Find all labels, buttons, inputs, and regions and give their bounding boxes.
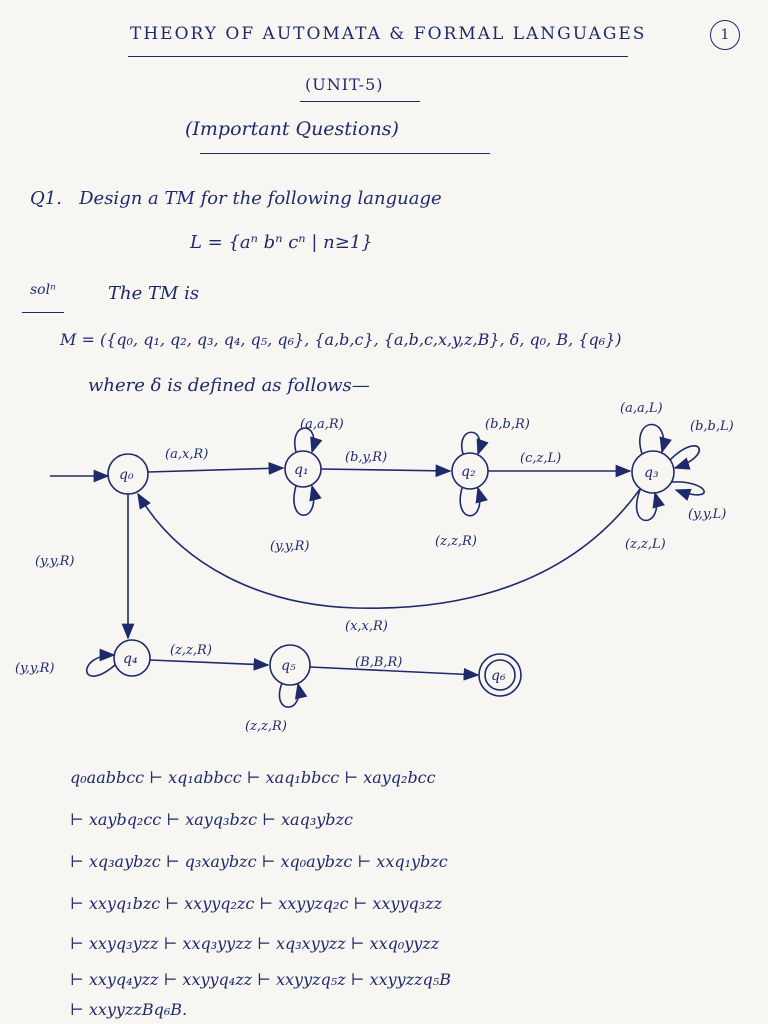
trace-line: ⊢ xxyq₁bzc ⊢ xxyyq₂zc ⊢ xxyyzq₂c ⊢ xxyyq… xyxy=(70,894,442,913)
trace-line: ⊢ xxyq₄yzz ⊢ xxyyq₄zz ⊢ xxyyzq₅z ⊢ xxyyz… xyxy=(70,970,451,989)
title-underline xyxy=(128,56,628,57)
state-label-q2: q₂ xyxy=(461,464,476,480)
question-line: Q1. Design a TM for the following langua… xyxy=(30,188,442,209)
label-q3-loop-y: (y,y,L) xyxy=(688,507,726,522)
solution-intro: The TM is xyxy=(108,283,200,304)
delta-intro: where δ is defined as follows— xyxy=(88,375,370,396)
page-number: 1 xyxy=(710,20,740,50)
label-q0-q1: (a,x,R) xyxy=(165,447,208,462)
loop-q3-a xyxy=(639,423,672,455)
state-label-q6: q₆ xyxy=(491,668,506,684)
loop-q1-bottom xyxy=(293,484,322,516)
tm-state-diagram: q₀ q₁ q₂ q₃ q₄ q₅ q₆ (a,x,R) (a,a,R) (y,… xyxy=(15,401,734,734)
label-q4-q5: (z,z,R) xyxy=(170,643,212,658)
loop-q4 xyxy=(85,648,116,677)
loop-q2-bottom xyxy=(459,486,488,517)
label-q3-loop-b: (b,b,L) xyxy=(690,419,734,434)
edge-q5-q6 xyxy=(309,666,480,681)
label-q5-loop: (z,z,R) xyxy=(245,719,287,734)
unit-heading: (UNIT-5) xyxy=(305,75,384,94)
state-label-q1: q₁ xyxy=(294,462,309,478)
question-label: Q1. xyxy=(30,188,62,209)
label-q2-q3: (c,z,L) xyxy=(520,451,561,466)
label-q2-loop-top: (b,b,R) xyxy=(485,417,530,432)
loop-q3-z xyxy=(635,489,665,522)
label-q4-loop: (y,y,R) xyxy=(15,661,54,676)
loop-q1-top xyxy=(293,427,323,454)
trace-line: ⊢ xxyq₃yzz ⊢ xxq₃yyzz ⊢ xq₃xyyzz ⊢ xxq₀y… xyxy=(70,934,440,953)
label-q2-loop-bottom: (z,z,R) xyxy=(435,534,477,549)
subtitle-underline xyxy=(200,153,490,154)
trace-line: ⊢ xaybq₂cc ⊢ xayq₃bzc ⊢ xaq₃ybzc xyxy=(70,810,353,829)
loop-q5 xyxy=(278,682,308,708)
loop-q3-y xyxy=(671,481,705,501)
label-q1-q2: (b,y,R) xyxy=(345,450,387,465)
label-q5-q6: (B,B,R) xyxy=(355,655,402,670)
trace-line: ⊢ xq₃aybzc ⊢ q₃xaybzc ⊢ xq₀aybzc ⊢ xxq₁y… xyxy=(70,852,448,871)
solution-label: solⁿ xyxy=(30,282,56,298)
state-label-q0: q₀ xyxy=(119,467,134,483)
solution-underline xyxy=(22,312,64,313)
loop-q2-top xyxy=(460,431,489,456)
subtitle: (Important Questions) xyxy=(185,118,399,140)
edge-q1-q2 xyxy=(320,464,452,478)
state-label-q5: q₅ xyxy=(281,658,296,674)
label-q3-loop-a: (a,a,L) xyxy=(620,401,663,416)
state-q5 xyxy=(269,644,311,686)
label-q3-q0: (x,x,R) xyxy=(345,619,388,634)
edge-q0-q1 xyxy=(147,462,285,475)
trace-line: ⊢ xxyyzzBq₆B. xyxy=(70,1000,188,1019)
edge-q4-q5 xyxy=(149,657,270,671)
question-text: Design a TM for the following language xyxy=(79,188,442,209)
machine-definition: M = ({q₀, q₁, q₂, q₃, q₄, q₅, q₆}, {a,b,… xyxy=(60,330,622,349)
label-q1-loop-top: (a,a,R) xyxy=(300,417,344,432)
language-definition: L = {aⁿ bⁿ cⁿ | n≥1} xyxy=(190,232,373,253)
state-q6-inner xyxy=(484,659,516,691)
label-q1-loop-bottom: (y,y,R) xyxy=(270,539,309,554)
label-q3-loop-z: (z,z,L) xyxy=(625,537,666,552)
unit-underline xyxy=(300,101,420,102)
edge-q3-q0 xyxy=(137,488,641,610)
state-label-q4: q₄ xyxy=(123,651,138,667)
state-label-q3: q₃ xyxy=(644,465,659,481)
trace-line: q₀aabbcc ⊢ xq₁abbcc ⊢ xaq₁bbcc ⊢ xayq₂bc… xyxy=(70,768,436,787)
loop-q3-b xyxy=(669,445,701,470)
label-q0-q4: (y,y,R) xyxy=(35,554,74,569)
page-title: THEORY OF AUTOMATA & FORMAL LANGUAGES xyxy=(130,24,647,44)
